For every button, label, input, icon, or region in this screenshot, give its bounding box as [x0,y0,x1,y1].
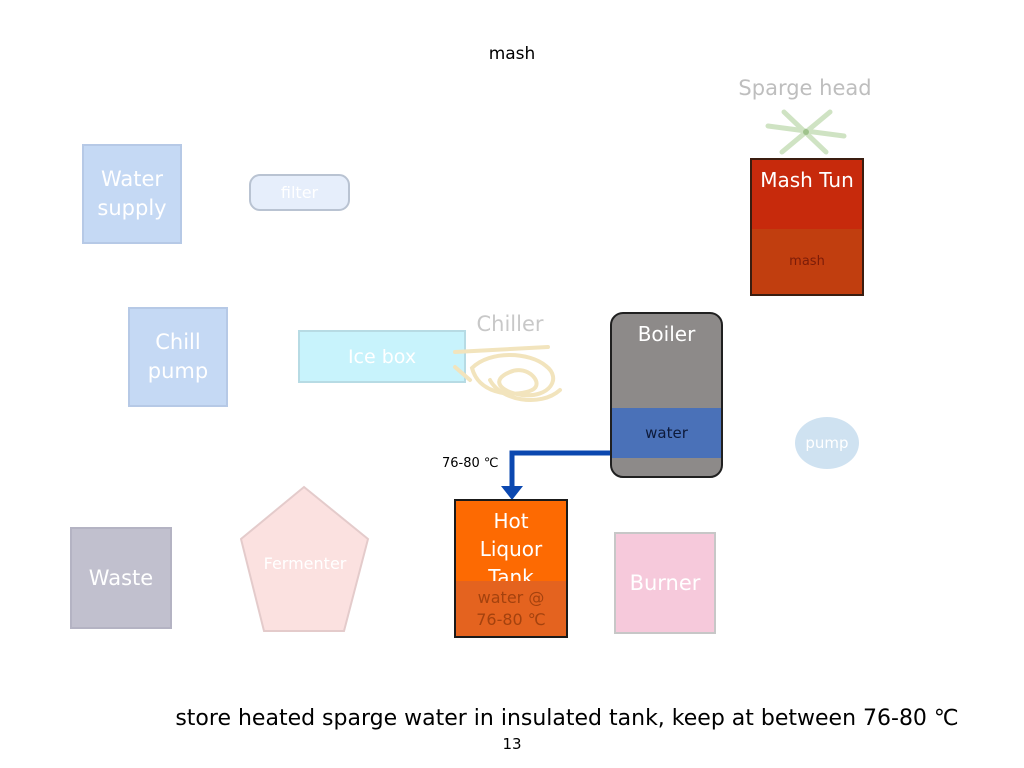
boiler-node: Boiler water [610,312,723,478]
sparge-head-icon [765,109,847,155]
hot-liquor-tank-contents: water @ 76-80 ℃ [456,581,566,636]
page-number: 13 [502,735,522,753]
mash-tun-label: Mash Tun [760,168,854,192]
burner-node: Burner [614,532,716,634]
pump-node: pump [795,417,859,469]
hot-liquor-tank-label: Hot Liquor Tank [479,509,543,589]
filter-node: filter [249,174,350,211]
hot-liquor-tank-node: Hot Liquor Tank water @ 76-80 ℃ [454,499,568,638]
sparge-head-label: Sparge head [738,76,872,100]
flow-temperature-label: 76-80 ℃ [442,456,499,471]
ice-box-node: Ice box [298,330,466,383]
boiler-contents: water [612,408,721,458]
chiller-label: Chiller [476,312,544,336]
chiller-coil-icon [453,345,562,403]
waste-node: Waste [70,527,172,629]
fermenter-label: Fermenter [263,554,347,573]
slide-title: mash [488,44,536,64]
boiler-label: Boiler [637,322,696,346]
mash-tun-contents: mash [752,229,862,294]
water-supply-node: Water supply [82,144,182,244]
fermenter-shape [240,485,370,632]
mash-tun-node: Mash Tun mash [750,158,864,296]
chill-pump-node: Chill pump [128,307,228,407]
slide-caption: store heated sparge water in insulated t… [175,706,959,731]
